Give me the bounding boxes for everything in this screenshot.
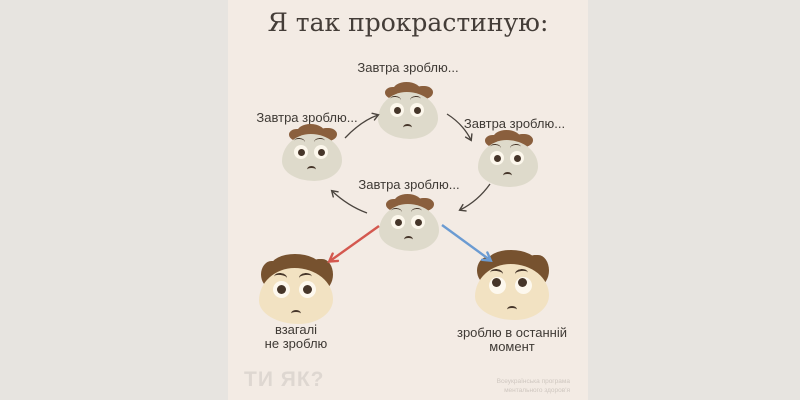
outcome-never-line2: не зроблю: [264, 336, 328, 351]
eye-icon: [391, 215, 405, 229]
outcome-never-line1: взагалі: [274, 322, 318, 337]
pupil-icon: [317, 148, 325, 156]
face-right: [476, 130, 540, 188]
credit-line2: ментального здоров'я: [504, 387, 570, 395]
face-left: [280, 124, 344, 182]
eye-icon: [515, 277, 532, 294]
pupil-icon: [297, 148, 305, 156]
outcome-text-never: взагалі не зроблю: [236, 323, 356, 351]
ty-yak-logo: ТИ ЯК?: [244, 368, 325, 391]
pupil-icon: [414, 218, 422, 226]
cycle-label-middle: Завтра зроблю...: [358, 177, 460, 192]
face-middle: [377, 194, 441, 252]
credit-text: Всеукраїнська програма ментального здоро…: [478, 377, 570, 396]
pupil-icon: [393, 106, 401, 114]
pupil-icon: [413, 106, 421, 114]
page-title: Я так прокрастиную:: [267, 8, 549, 37]
pupil-icon: [394, 218, 402, 226]
face-outcome-last-moment: [472, 250, 552, 322]
mouth-icon: [404, 236, 413, 243]
eye-icon: [411, 215, 425, 229]
eye-icon: [299, 281, 316, 298]
outcome-text-last-moment: зроблю в останній момент: [436, 326, 588, 354]
mouth-icon: [507, 306, 517, 313]
pupil-icon: [513, 154, 521, 162]
head-icon: [282, 134, 342, 181]
pupil-icon: [518, 278, 527, 287]
mouth-icon: [291, 310, 301, 317]
outcome-last-line2: момент: [489, 339, 535, 354]
outcome-last-line1: зроблю в останній: [456, 325, 568, 340]
head-icon: [378, 92, 438, 139]
eye-icon: [314, 145, 328, 159]
credit-line1: Всеукраїнська програма: [496, 378, 570, 385]
eye-icon: [410, 103, 424, 117]
head-icon: [478, 140, 538, 187]
pupil-icon: [303, 285, 312, 294]
mouth-icon: [307, 166, 316, 173]
pupil-icon: [493, 154, 501, 162]
eye-icon: [510, 151, 524, 165]
cycle-label-top: Завтра зроблю...: [357, 60, 459, 75]
eye-icon: [390, 103, 404, 117]
cycle-label-left: Завтра зроблю...: [256, 110, 358, 125]
head-icon: [379, 204, 439, 251]
eye-icon: [489, 277, 506, 294]
eye-icon: [273, 281, 290, 298]
eye-icon: [294, 145, 308, 159]
pupil-icon: [277, 285, 286, 294]
pupil-icon: [492, 278, 501, 287]
mouth-icon: [403, 124, 412, 131]
face-outcome-never: [256, 254, 336, 326]
cycle-label-right: Завтра зроблю...: [463, 116, 566, 131]
mouth-icon: [503, 172, 512, 179]
face-top: [376, 82, 440, 140]
eye-icon: [490, 151, 504, 165]
